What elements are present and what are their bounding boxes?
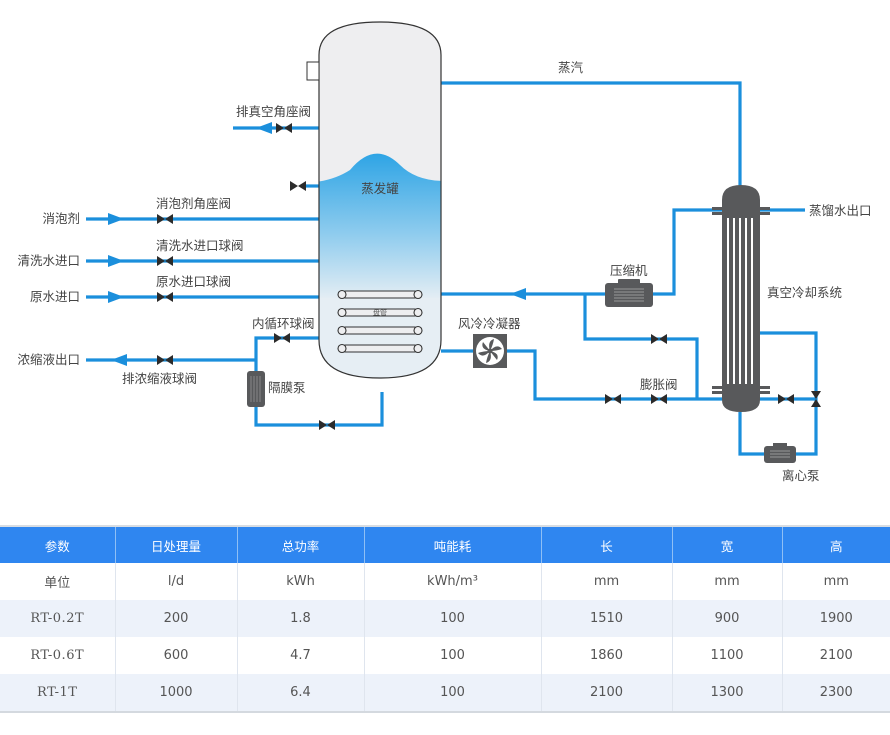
label-expansion-valve: 膨胀阀 (640, 377, 678, 392)
valve-icon[interactable] (651, 394, 667, 404)
valve-icon[interactable] (290, 181, 306, 191)
coil-label: 盘管 (373, 308, 387, 317)
table-cell: 单位 (0, 563, 116, 600)
table-cell: 1300 (672, 674, 783, 713)
flow-arrows (108, 122, 526, 366)
label-cleaning-water-inlet: 清洗水进口 (17, 253, 80, 268)
label-vacuum-cooling-system: 真空冷却系统 (767, 285, 842, 300)
label-cleaning-water-valve: 清洗水进口球阀 (156, 238, 244, 253)
label-raw-water-valve: 原水进口球阀 (156, 274, 231, 289)
process-flow-diagram: 蒸发罐 盘管 (17, 21, 872, 483)
arrow-left-icon (256, 122, 272, 134)
label-centrifugal-pump: 离心泵 (782, 468, 820, 483)
diaphragm-pump[interactable] (247, 371, 265, 407)
table-cell: 1510 (541, 600, 673, 637)
valve-icon[interactable] (811, 391, 821, 407)
table-cell: mm (823, 574, 849, 589)
valve-icon[interactable] (276, 123, 292, 133)
table-cell: 200 (115, 600, 238, 637)
table-top-border (0, 525, 890, 527)
fan-icon (478, 339, 502, 363)
table-row: RT-0.2T 200 1.8 100 1510 900 1900 (0, 600, 890, 637)
header-cell: 吨能耗 (364, 527, 542, 563)
header-cell: 长 (541, 527, 673, 563)
valve-icon[interactable] (274, 333, 290, 343)
compressor-return-pipe (441, 208, 722, 296)
label-diaphragm-pump: 隔膜泵 (268, 380, 306, 395)
table-cell: 100 (364, 600, 542, 637)
table-cell: 2300 (782, 674, 890, 713)
table-cell: 6.4 (237, 674, 365, 713)
table-cell: 900 (672, 600, 783, 637)
table-cell: l/d (115, 563, 238, 600)
table-cell: 2100 (819, 648, 853, 663)
valve-icon[interactable] (605, 394, 621, 404)
tank-title: 蒸发罐 (361, 181, 399, 196)
table-cell: 2100 (541, 674, 673, 713)
table-cell: 1860 (541, 637, 673, 674)
header-cell: 参数 (0, 527, 116, 563)
table-cell: RT-0.6T (0, 637, 116, 674)
label-defoamer: 消泡剂 (42, 211, 80, 226)
table-row: 单位 l/d kWh kWh/m³ mm mm mm (0, 563, 890, 600)
valve-icon[interactable] (157, 355, 173, 365)
header-cell: 宽 (672, 527, 783, 563)
table-cell: 1100 (672, 637, 783, 674)
sight-port (306, 61, 320, 81)
valves (157, 123, 821, 430)
table-cell: kWh (237, 563, 365, 600)
valve-icon[interactable] (157, 256, 173, 266)
spec-table: 参数 日处理量 总功率 吨能耗 长 宽 高 单位 l/d kWh kWh/m³ … (0, 527, 890, 713)
air-cooled-condenser[interactable] (473, 334, 507, 368)
table-cell: 600 (115, 637, 238, 674)
table-cell: 100 (364, 674, 542, 713)
diagram-labels: 蒸汽 排真空角座阀 消泡剂 消泡剂角座阀 清洗水进口 清洗水进口球阀 原水进口 … (17, 60, 871, 483)
table-header-row: 参数 日处理量 总功率 吨能耗 长 宽 高 (0, 527, 890, 563)
table-cell: kWh/m³ (364, 563, 542, 600)
evaporator-tank: 蒸发罐 盘管 (306, 21, 442, 379)
table-cell: mm (672, 563, 783, 600)
label-steam: 蒸汽 (558, 60, 584, 75)
valve-icon[interactable] (157, 292, 173, 302)
valve-icon[interactable] (319, 420, 335, 430)
valve-icon[interactable] (157, 214, 173, 224)
table-cell: RT-0.2T (0, 600, 116, 637)
vacuum-cooling-column (712, 185, 770, 412)
table-row: RT-0.6T 600 4.7 100 1860 1100 2100 (0, 637, 890, 674)
bypass-pipe (583, 294, 699, 399)
label-concentrate-valve: 排浓缩液球阀 (122, 371, 197, 386)
table-cell: 1.8 (237, 600, 365, 637)
steam-pipe (441, 81, 742, 187)
label-raw-water-inlet: 原水进口 (30, 289, 80, 304)
header-cell: 日处理量 (115, 527, 238, 563)
pipes (86, 81, 818, 456)
arrow-left-icon (510, 288, 526, 300)
label-internal-circulation-valve: 内循环球阀 (252, 316, 315, 331)
arrow-left-icon (111, 354, 127, 366)
table-row: RT-1T 1000 6.4 100 2100 1300 2300 (0, 674, 890, 713)
centrifugal-pump-pipe (738, 412, 764, 456)
label-air-cooled-condenser: 风冷冷凝器 (458, 316, 521, 331)
label-compressor: 压缩机 (610, 263, 648, 278)
table-cell: RT-1T (0, 674, 116, 713)
heating-coil (337, 289, 423, 354)
label-concentrate-outlet: 浓缩液出口 (17, 352, 80, 367)
label-defoamer-valve: 消泡剂角座阀 (156, 196, 231, 211)
label-distilled-water-outlet: 蒸馏水出口 (809, 203, 872, 218)
label-vacuum-exhaust-valve: 排真空角座阀 (236, 104, 311, 119)
table-cell: 100 (364, 637, 542, 674)
valve-icon[interactable] (651, 334, 667, 344)
valve-icon[interactable] (778, 394, 794, 404)
arrow-right-icon (108, 213, 124, 225)
header-cell: 高 (782, 527, 890, 563)
table-cell: mm (541, 563, 673, 600)
arrow-right-icon (108, 255, 124, 267)
compressor[interactable] (605, 279, 653, 307)
table-cell: 1900 (782, 600, 890, 637)
arrow-right-icon (108, 291, 124, 303)
centrifugal-pump[interactable] (764, 443, 796, 463)
table-cell: 1000 (115, 674, 238, 713)
table-cell: 4.7 (237, 637, 365, 674)
header-cell: 总功率 (237, 527, 365, 563)
